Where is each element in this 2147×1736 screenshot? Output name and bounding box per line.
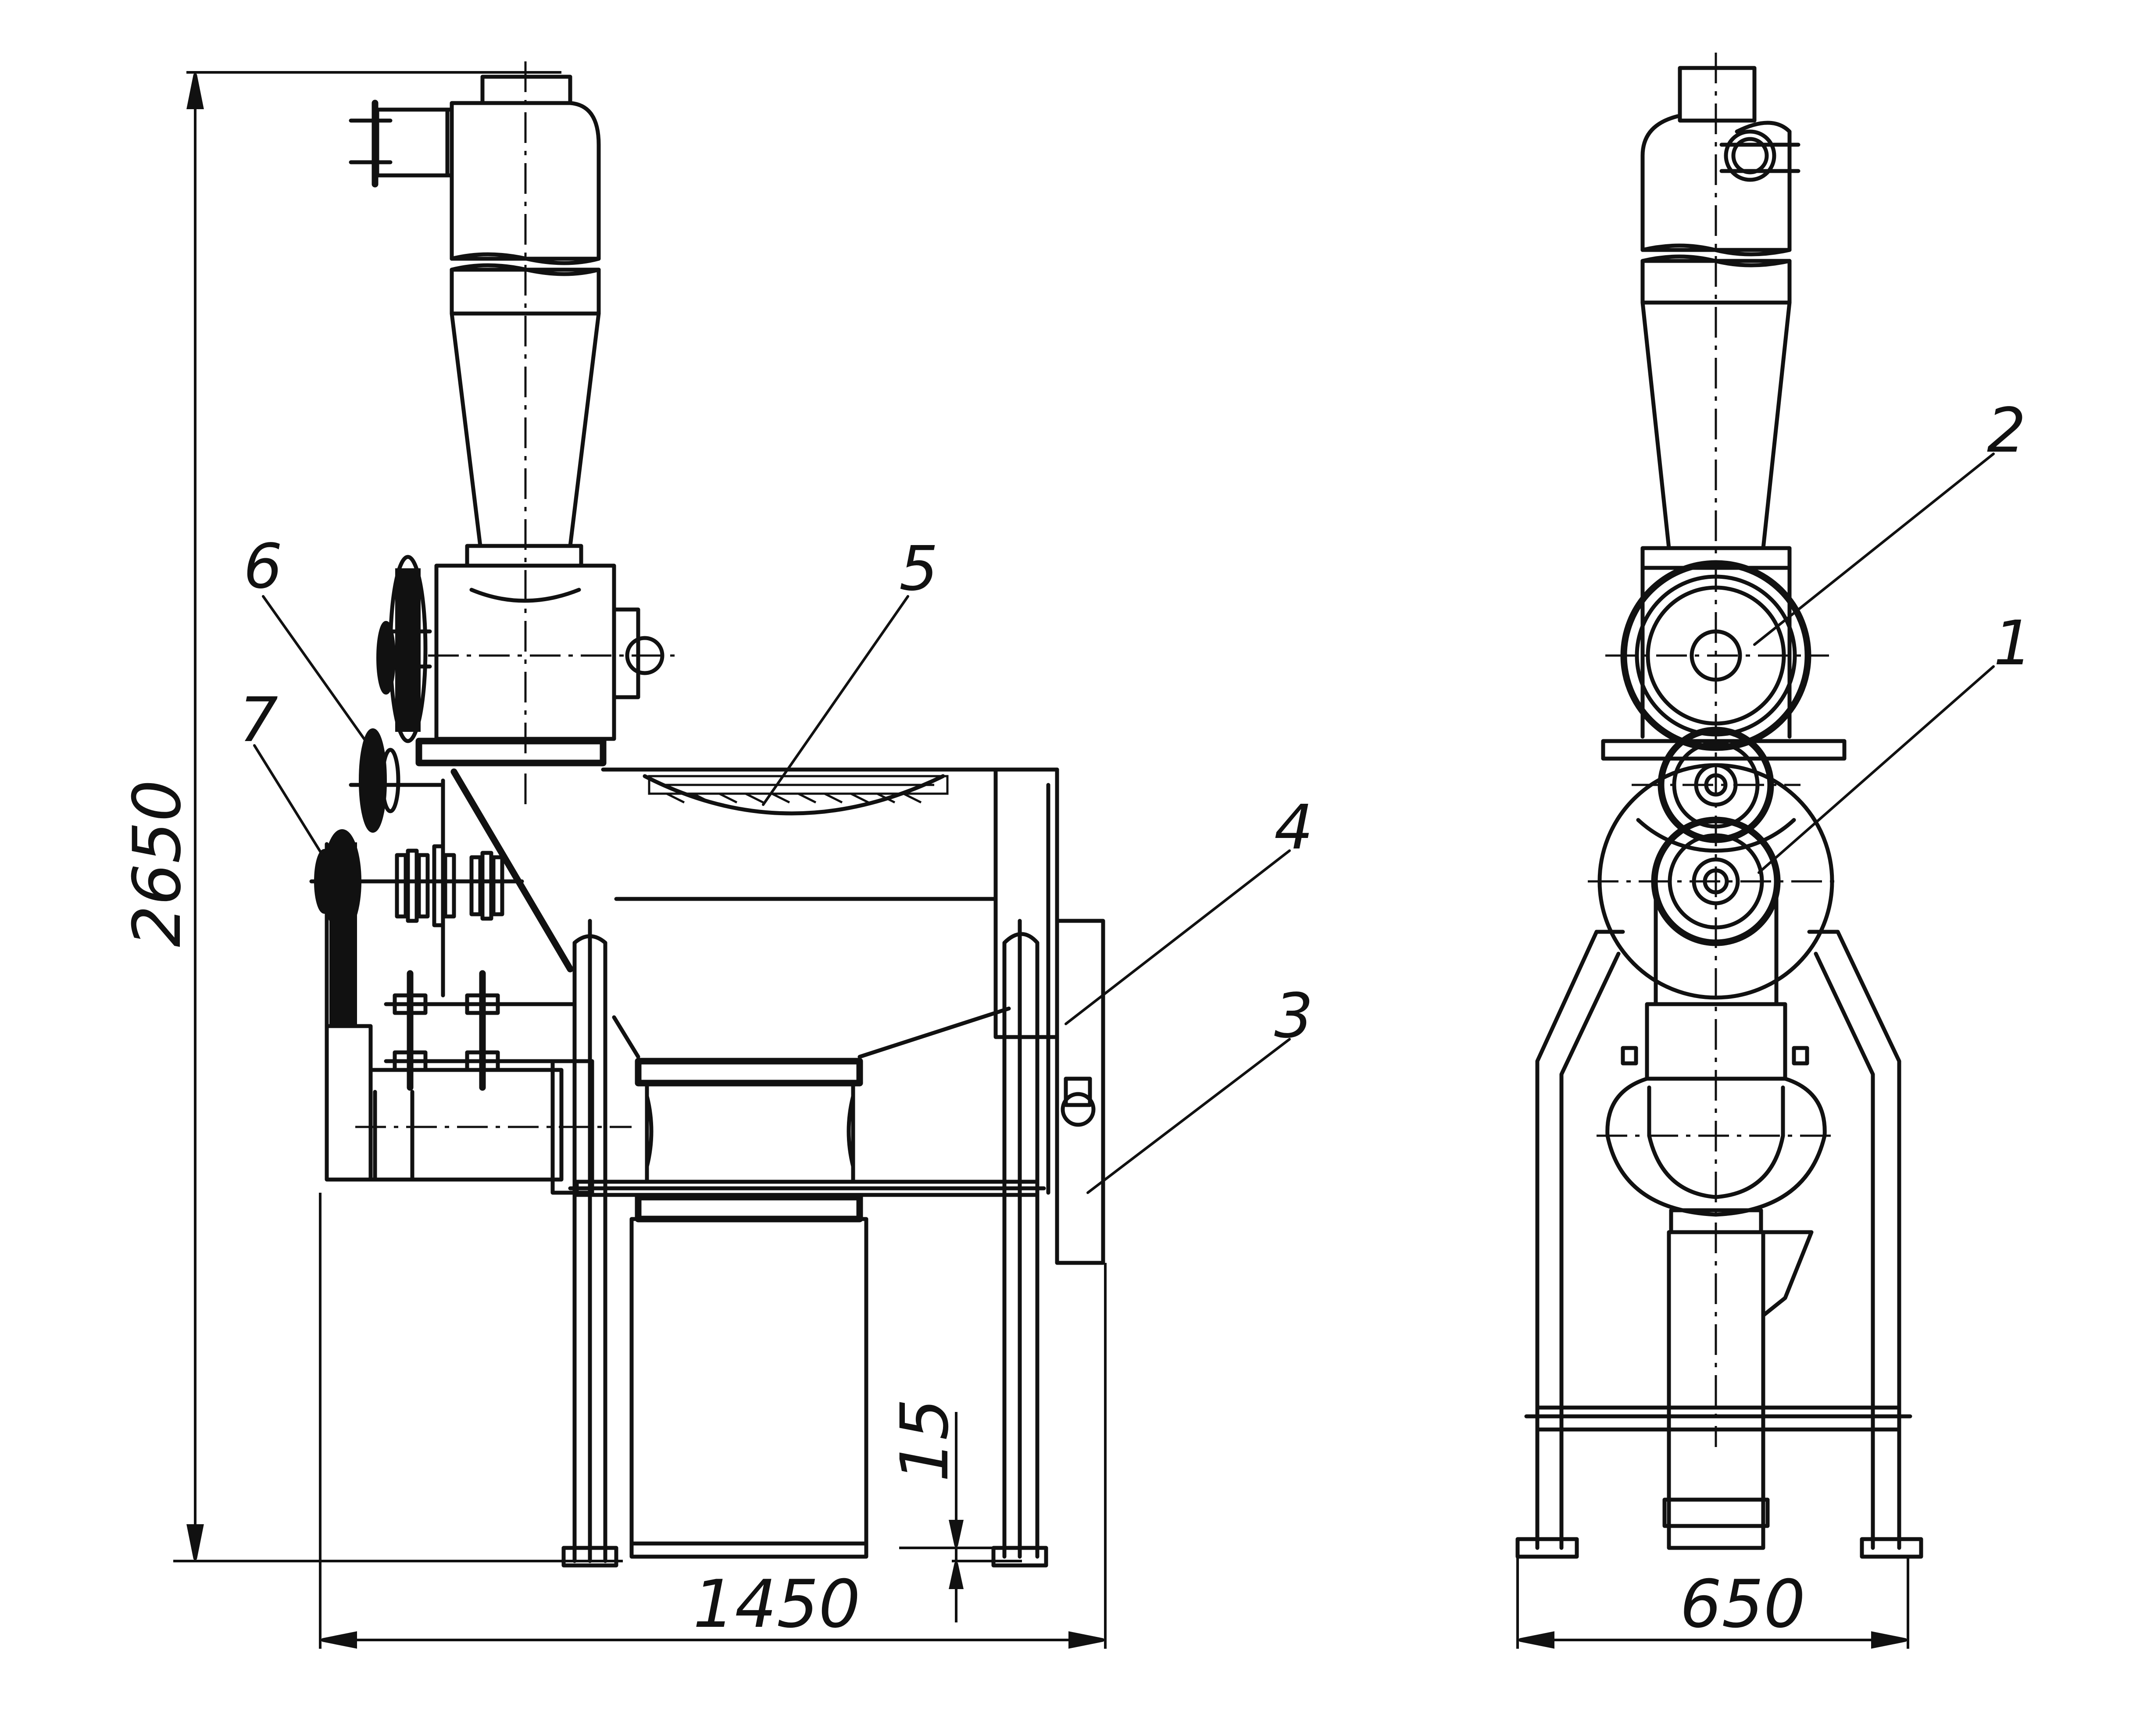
callout-3: 3	[1274, 980, 1313, 1052]
callout-5: 5	[899, 533, 938, 605]
side-frame	[561, 919, 1105, 1568]
front-frame	[1515, 930, 1923, 1559]
side-drive	[309, 728, 632, 1195]
callout-2: 2	[1987, 395, 2026, 467]
front-leaders	[1753, 453, 1995, 874]
dim-clearance: 15	[887, 1398, 1022, 1622]
callout-6: 6	[243, 531, 282, 602]
dim-height: 2650	[119, 71, 623, 1562]
callout-4: 4	[1274, 792, 1313, 863]
front-motor	[1597, 1002, 1836, 1217]
front-cyclone	[1640, 53, 1800, 1447]
callout-1: 1	[1993, 608, 2033, 679]
callout-7: 7	[239, 684, 278, 756]
front-chute	[1662, 1208, 1814, 1550]
side-leaders	[253, 595, 1291, 1194]
dim-width-front: 650	[1516, 1557, 1909, 1649]
dim-height-label: 2650	[119, 780, 196, 947]
dim-clearance-label: 15	[887, 1398, 963, 1482]
side-cyclone	[349, 61, 601, 811]
dim-width-side: 1450	[319, 1193, 1107, 1649]
side-view: 2650 1450 15 5 6	[119, 61, 1313, 1649]
dim-width-side-label: 1450	[693, 1566, 861, 1643]
dim-width-front-label: 650	[1680, 1566, 1805, 1643]
front-view: 650 2 1	[1515, 53, 2033, 1649]
front-rollers	[1588, 546, 1847, 1006]
side-collector	[629, 1058, 868, 1559]
side-trough	[415, 738, 1059, 1195]
side-roller-housing	[376, 555, 680, 743]
